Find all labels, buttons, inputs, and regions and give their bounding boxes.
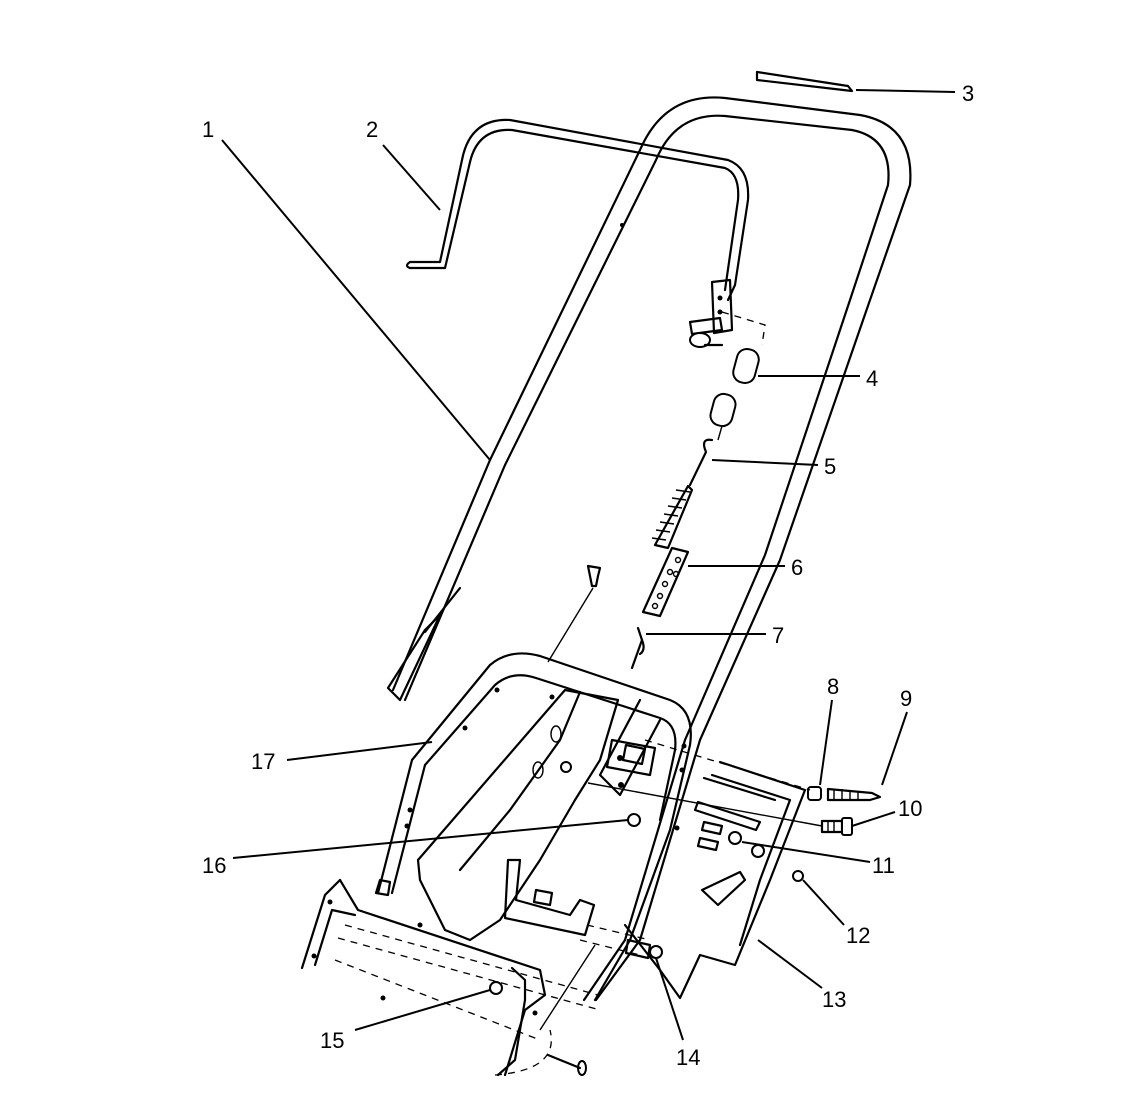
part-slotted-bracket bbox=[503, 738, 657, 956]
callout-4: 4 bbox=[866, 366, 878, 391]
callout-10: 10 bbox=[898, 796, 922, 821]
callout-labels: 1 2 3 4 5 6 7 8 9 10 11 12 13 14 15 16 1… bbox=[202, 81, 974, 1070]
part-hairpin bbox=[630, 626, 645, 670]
part-upper-handle bbox=[386, 96, 912, 1002]
part-link-plate bbox=[641, 546, 690, 618]
callout-16: 16 bbox=[202, 853, 226, 878]
part-deck-plate bbox=[416, 688, 620, 942]
callout-8: 8 bbox=[827, 674, 839, 699]
callout-1: 1 bbox=[202, 117, 214, 142]
callout-3: 3 bbox=[962, 81, 974, 106]
part-side-plate bbox=[623, 760, 807, 1000]
callout-5: 5 bbox=[824, 454, 836, 479]
callout-13: 13 bbox=[822, 987, 846, 1012]
callout-6: 6 bbox=[791, 555, 803, 580]
part-spring bbox=[651, 438, 714, 550]
callout-2: 2 bbox=[366, 117, 378, 142]
leader-lines bbox=[221, 89, 956, 1041]
part-grip bbox=[755, 70, 854, 93]
part-axle-assembly bbox=[300, 878, 601, 1077]
part-control-bail bbox=[405, 118, 766, 348]
part-roller-pair bbox=[709, 347, 760, 441]
callout-14: 14 bbox=[676, 1045, 700, 1070]
callout-17: 17 bbox=[251, 749, 275, 774]
callout-7: 7 bbox=[772, 623, 784, 648]
callout-9: 9 bbox=[900, 686, 912, 711]
part-lower-handle-frame bbox=[374, 652, 692, 1002]
callout-11: 11 bbox=[872, 853, 895, 878]
callout-12: 12 bbox=[846, 923, 870, 948]
callout-15: 15 bbox=[320, 1028, 344, 1053]
part-rivet bbox=[547, 564, 602, 663]
